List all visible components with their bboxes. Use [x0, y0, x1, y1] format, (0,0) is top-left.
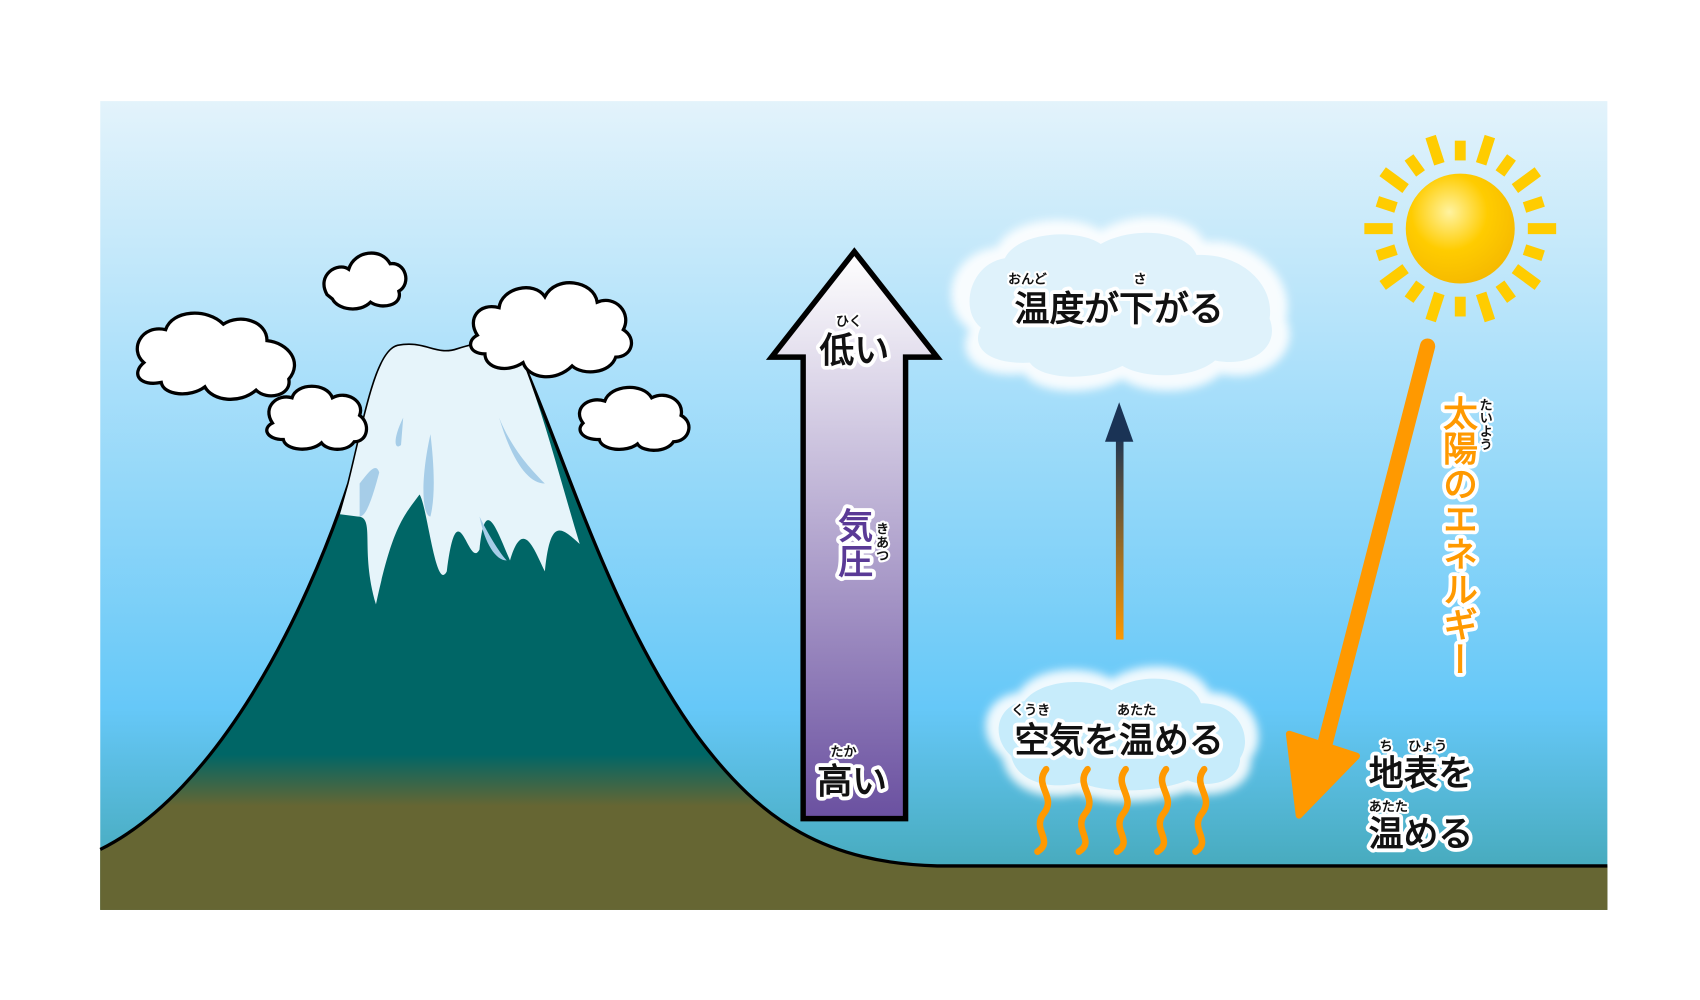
cloud-cool-ruby-1: おんど [1008, 271, 1048, 287]
pressure-label: 気圧 [832, 508, 872, 579]
cloud-left [135, 311, 296, 401]
cloud-cool-ruby-2: さ [1133, 271, 1146, 287]
sun-ray [1495, 280, 1516, 303]
snow-cap [340, 343, 580, 605]
sun-ray [1511, 167, 1542, 193]
high-label: 高い [817, 762, 887, 802]
pressure-arrow [765, 247, 943, 822]
ground-label-line2: 温める [1369, 815, 1474, 855]
cloud-peak [468, 281, 634, 379]
low-label: 低い [819, 332, 889, 372]
cloud-warm-ruby-1: くうき [1011, 702, 1050, 718]
ground-ruby-3: あたた [1369, 799, 1408, 815]
sun-ray [1404, 154, 1425, 177]
heat-waves [1034, 765, 1210, 855]
heat-wave [1192, 765, 1210, 855]
solar-energy-arrow [1285, 338, 1436, 819]
sun-ray [1495, 154, 1516, 177]
sun-ray [1404, 280, 1425, 303]
ground-label-line1: 地表を [1369, 755, 1474, 795]
sun-ray [1522, 196, 1545, 213]
cloud-small-1 [322, 251, 408, 311]
solar-energy-label: 太陽のエネルギー [1437, 395, 1477, 676]
sun-ray [1375, 244, 1398, 261]
sun-icon [1364, 134, 1557, 323]
pressure-ruby: きあつ [873, 522, 888, 562]
cloud-warm-ruby-2: あたた [1117, 702, 1156, 718]
heat-wave [1113, 765, 1131, 855]
sun-ray [1425, 134, 1445, 166]
sun-ray [1379, 264, 1409, 290]
sun-ray [1379, 167, 1409, 193]
sun-ray [1475, 291, 1496, 323]
rising-air-arrow [1105, 402, 1134, 640]
heat-wave [1034, 765, 1052, 855]
cloud-right [577, 385, 691, 452]
heat-wave [1154, 765, 1172, 855]
cloud-warm [985, 666, 1259, 802]
cloud-left-lower [265, 384, 369, 451]
sun-ray [1425, 291, 1445, 323]
cloud-cool-label: 温度が下がる [1015, 290, 1224, 330]
cloud-cool [951, 217, 1290, 392]
ground-ruby-1: ち [1380, 738, 1393, 754]
sun-ray [1522, 244, 1545, 261]
sun-ray [1511, 264, 1542, 290]
cloud-warm-label: 空気を温める [1015, 722, 1224, 762]
high-ruby: たか [830, 744, 856, 760]
low-ruby: ひく [836, 314, 862, 329]
sun-ray [1375, 196, 1398, 213]
ground-ruby-2: ひょう [1408, 738, 1447, 754]
sun-ray [1475, 134, 1496, 166]
heat-wave [1075, 765, 1093, 855]
solar-energy-ruby: たいよう [1477, 397, 1492, 451]
